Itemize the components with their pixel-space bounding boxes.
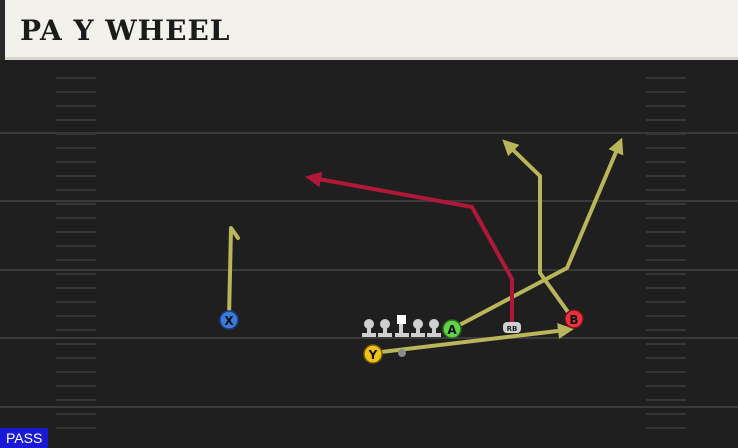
player-y[interactable]: Y xyxy=(363,344,383,364)
lineman-rt xyxy=(427,319,441,337)
player-b-label: B xyxy=(569,313,578,327)
hash-marks-right xyxy=(646,77,686,429)
lineman-rg xyxy=(411,319,425,337)
player-rb-label: RB xyxy=(507,325,518,333)
y-route xyxy=(371,323,574,355)
player-x[interactable]: X xyxy=(219,310,239,330)
yard-lines xyxy=(0,132,738,408)
rb-route xyxy=(305,171,514,324)
offensive-line xyxy=(362,315,441,337)
title-bar: PA Y WHEEL xyxy=(0,0,738,60)
player-a[interactable]: A xyxy=(442,319,462,339)
lineman-lt xyxy=(362,319,376,337)
title-accent xyxy=(0,0,5,60)
play-field: RB X Y A B xyxy=(0,60,738,448)
b-route xyxy=(502,139,575,321)
player-a-label: A xyxy=(447,323,457,337)
player-x-label: X xyxy=(224,314,234,328)
quarterback-marker xyxy=(398,349,406,357)
player-y-label: Y xyxy=(368,348,378,362)
center xyxy=(395,315,409,337)
player-rb[interactable]: RB xyxy=(503,322,521,333)
play-type-badge: PASS xyxy=(0,428,49,448)
a-route xyxy=(450,137,624,331)
play-title: PA Y WHEEL xyxy=(20,14,231,47)
hash-marks-left xyxy=(56,77,96,429)
lineman-lg xyxy=(378,319,392,337)
player-b[interactable]: B xyxy=(564,309,584,329)
x-route xyxy=(227,226,240,320)
